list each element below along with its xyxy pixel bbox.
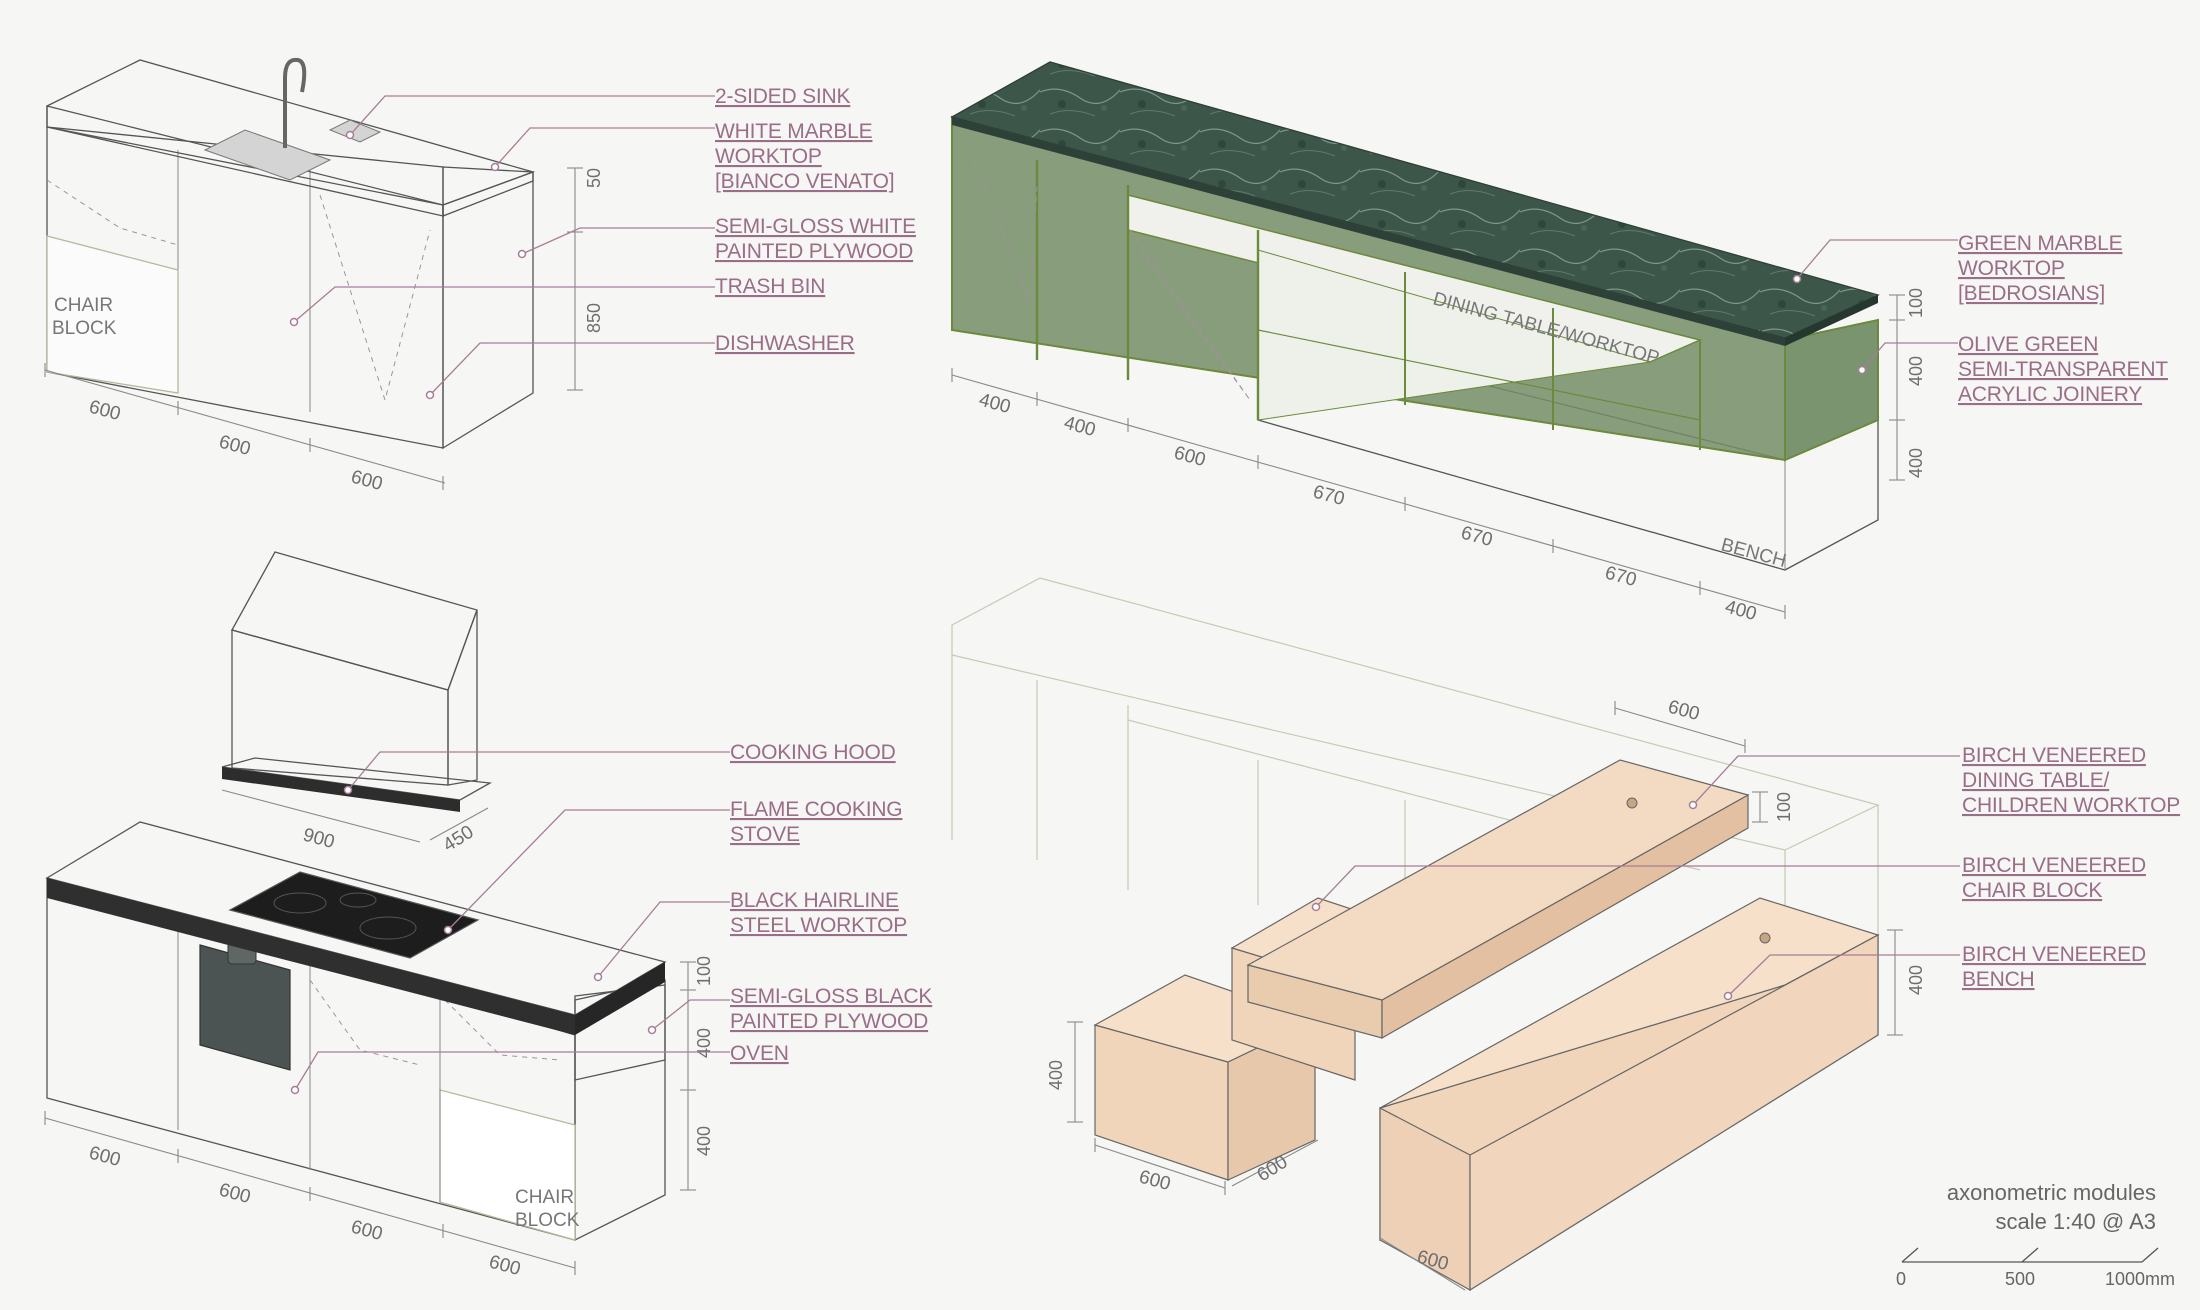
green-dim-v3: 400 [1906, 448, 1926, 478]
oven [199, 944, 291, 1071]
birch-dim-chair-width: 600 [1137, 1167, 1173, 1195]
label-painted-plywood-white: PAINTED PLYWOOD [715, 240, 913, 263]
hood-dim-2: 450 [440, 822, 478, 857]
label-painted-plywood-black: PAINTED PLYWOOD [730, 1010, 928, 1033]
green-dim-2: 400 [1062, 413, 1098, 441]
sink-module: CHAIR BLOCK 600 600 600 50 850 2-SIDED S… [44, 57, 916, 495]
scale-tick-500: 500 [2005, 1269, 2035, 1289]
sink-dim-2: 600 [217, 432, 253, 460]
birch-dim-table-thickness: 100 [1774, 792, 1794, 822]
stove-dim-2: 600 [217, 1180, 253, 1208]
footer-title: axonometric modules [1947, 1180, 2156, 1205]
label-cooking-hood: COOKING HOOD [730, 741, 896, 764]
green-dim-v1: 100 [1906, 288, 1926, 318]
label-stove: STOVE [730, 823, 800, 846]
label-oven: OVEN [730, 1042, 789, 1065]
label-birch-bench-2: BENCH [1962, 968, 2035, 991]
label-semi-gloss-black: SEMI-GLOSS BLACK [730, 985, 932, 1008]
label-bedrosians: [BEDROSIANS] [1958, 282, 2105, 305]
label-steel-worktop: STEEL WORKTOP [730, 914, 907, 937]
white-marble-worktop [46, 59, 536, 206]
green-dim-v2: 400 [1906, 356, 1926, 386]
green-dim-6: 670 [1603, 563, 1639, 591]
stove-dim-v1: 100 [694, 956, 714, 986]
hood-dim-1: 900 [301, 825, 337, 853]
birch-dim-table-width: 600 [1666, 697, 1702, 725]
sink-side-face [442, 166, 534, 450]
label-trash-bin: TRASH BIN [715, 275, 825, 298]
label-two-sided-sink: 2-SIDED SINK [715, 85, 850, 108]
birch-dim-bench-height: 400 [1906, 965, 1926, 995]
stove-dim-v2: 400 [694, 1028, 714, 1058]
birch-dining-table [1246, 759, 1750, 1001]
stove-chair-label-1: CHAIR [515, 1187, 574, 1208]
label-semi-transparent: SEMI-TRANSPARENT [1958, 358, 2168, 381]
sink-chair-block [46, 235, 179, 394]
stove-chair-label-2: BLOCK [515, 1210, 580, 1231]
sink-basin [203, 129, 332, 181]
sink-dim-3: 600 [349, 467, 385, 495]
green-dim-1: 400 [977, 390, 1013, 418]
sink-chair-label-2: BLOCK [52, 318, 117, 339]
stove-module: 900 450 CHAIR BLOCK 6 [44, 551, 933, 1280]
bench-label: BENCH [1719, 535, 1789, 573]
sink-dim-v2: 850 [584, 303, 604, 333]
cooking-hood [231, 629, 449, 786]
label-green-worktop: WORKTOP [1958, 257, 2065, 280]
stove-dim-1: 600 [87, 1143, 123, 1171]
label-bianco-venato: [BIANCO VENATO] [715, 170, 894, 193]
scale-tick-1000: 1000mm [2105, 1269, 2175, 1289]
label-dishwasher: DISHWASHER [715, 332, 855, 355]
label-olive-green: OLIVE GREEN [1958, 333, 2098, 356]
green-marble-module: DINING TABLE/WORKTOP BENCH 400 400 600 6… [950, 61, 2168, 625]
label-birch-chair-2: CHAIR BLOCK [1962, 879, 2102, 902]
label-birch-table-2: DINING TABLE/ [1962, 769, 2110, 792]
label-birch-chair-1: BIRCH VENEERED [1962, 854, 2146, 877]
label-green-marble: GREEN MARBLE [1958, 232, 2123, 255]
sink-tap-icon [283, 57, 307, 148]
green-dim-7: 400 [1723, 597, 1759, 625]
label-birch-bench-1: BIRCH VENEERED [1962, 943, 2146, 966]
green-dim-3: 600 [1172, 443, 1208, 471]
birch-dim-chair-height: 400 [1046, 1060, 1066, 1090]
green-dim-5: 670 [1459, 523, 1495, 551]
olive-acrylic-side [1784, 318, 1879, 462]
label-birch-table-1: BIRCH VENEERED [1962, 744, 2146, 767]
label-birch-table-3: CHILDREN WORKTOP [1962, 794, 2180, 817]
sink-chair-label-1: CHAIR [54, 295, 113, 316]
sink-dim-v1: 50 [584, 168, 604, 188]
label-white-marble-worktop: WORKTOP [715, 145, 822, 168]
stove-dim-3: 600 [349, 1217, 385, 1245]
scale-block: axonometric modules scale 1:40 @ A3 0 50… [1896, 1180, 2175, 1289]
label-acrylic-joinery: ACRYLIC JOINERY [1958, 383, 2142, 406]
label-semi-gloss-white: SEMI-GLOSS WHITE [715, 215, 916, 238]
stove-dim-4: 600 [487, 1252, 523, 1280]
label-black-hairline: BLACK HAIRLINE [730, 889, 899, 912]
label-white-marble: WHITE MARBLE [715, 120, 873, 143]
stove-dim-v3: 400 [694, 1126, 714, 1156]
label-flame-cooking: FLAME COOKING [730, 798, 902, 821]
footer-scale: scale 1:40 @ A3 [1995, 1209, 2156, 1234]
scale-tick-0: 0 [1896, 1269, 1906, 1289]
sink-dim-1: 600 [87, 397, 123, 425]
